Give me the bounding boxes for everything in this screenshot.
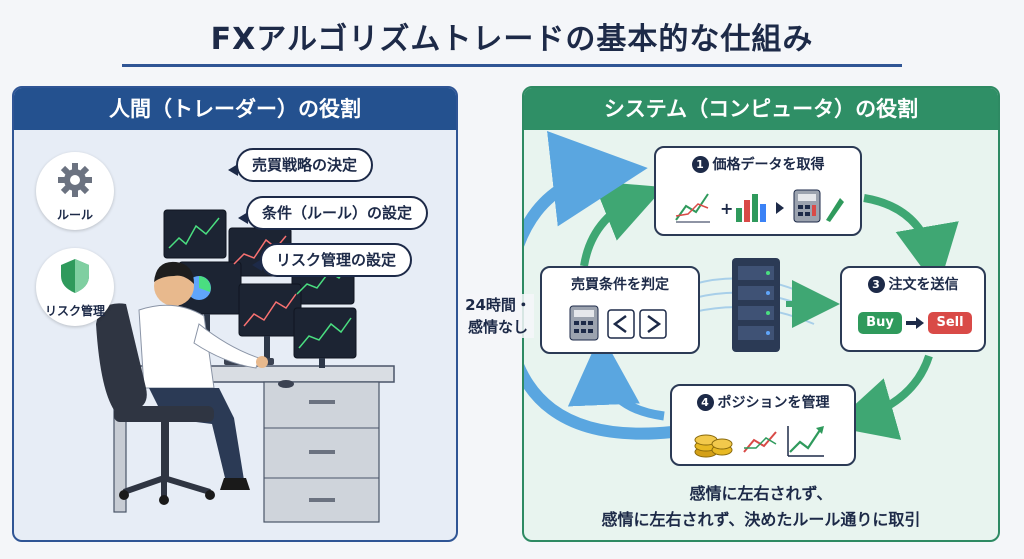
position-icons [694, 426, 824, 458]
data-stream [693, 277, 815, 325]
desk-leg [113, 381, 127, 513]
rule-badge-label: ルール [56, 208, 93, 222]
rule-badge: ルール [36, 152, 114, 230]
server-icon [732, 258, 780, 352]
keyboard [224, 358, 274, 365]
judge-box: 売買条件を判定 [540, 266, 700, 354]
arrow-judge-to-step1 [580, 181, 665, 267]
monitor-wall [163, 209, 357, 368]
page-title: FXアルゴリズムトレードの基本的な仕組み [210, 22, 814, 57]
trader-figure [138, 261, 268, 490]
judge-icons [569, 305, 667, 341]
step3-label: 注文を送信 [888, 277, 959, 293]
less-than-icon [607, 309, 635, 339]
system-role-header: システム（コンピュータ）の役割 [524, 88, 998, 130]
judge-label: 売買条件を判定 [571, 277, 669, 293]
shield-icon [61, 259, 89, 293]
bar-chart-icon [736, 194, 766, 222]
calculator-icon [793, 189, 821, 223]
step4-label: ポジションを管理 [717, 395, 830, 411]
step1-number: 1 [691, 156, 709, 173]
24h-no-emotion-label: 24時間・ 感情なし [462, 294, 534, 338]
coins-icon [694, 434, 733, 458]
arrow-step3-to-step4 [830, 354, 933, 440]
arrow-step1-to-step3 [863, 194, 959, 290]
human-role-panel: 人間（トレーダー）の役割 [12, 86, 458, 542]
bubble-strategy: 売買戦略の決定 [227, 148, 374, 182]
bubble-rule-setting: 条件（ルール）の設定 [237, 196, 429, 230]
system-role-panel: システム（コンピュータ）の役割 [522, 86, 1000, 542]
pen-icon [826, 198, 844, 222]
desk-drawer-unit [263, 381, 380, 523]
buy-button: Buy [858, 312, 902, 334]
step4-number: 4 [696, 394, 714, 411]
greater-than-icon [639, 309, 667, 339]
growth-chart-icon [787, 426, 824, 457]
sell-button: Sell [928, 312, 972, 334]
office-chair [96, 303, 215, 505]
risk-badge: リスク管理 [36, 248, 114, 326]
desk-top [108, 365, 395, 383]
risk-badge-label: リスク管理 [44, 304, 105, 318]
footer-line-2: 感情に左右されず、決めたルール通りに取引 [601, 510, 921, 529]
human-role-header: 人間（トレーダー）の役割 [14, 88, 456, 130]
line-chart-icon [675, 193, 710, 223]
arrow-right-icon [906, 317, 924, 329]
calculator-icon [569, 305, 599, 341]
title-underline [122, 64, 902, 67]
step1-label: 価格データを取得 [712, 157, 825, 173]
mouse [278, 380, 294, 388]
step3-number: 3 [867, 276, 885, 293]
footer-line-1: 感情に左右されず、 [689, 484, 833, 503]
trend-chart-icon [743, 431, 777, 453]
arrow-step4-to-judge [567, 333, 665, 421]
bubble-risk-setting: リスク管理の設定 [251, 243, 413, 277]
side-label-line1: 24時間・ [465, 296, 531, 314]
arrow-right-icon [776, 202, 784, 214]
side-label-line2: 感情なし [467, 318, 528, 336]
gear-icon [58, 163, 92, 197]
price-data-icons: + [675, 189, 844, 223]
plus-icon: + [720, 199, 733, 218]
